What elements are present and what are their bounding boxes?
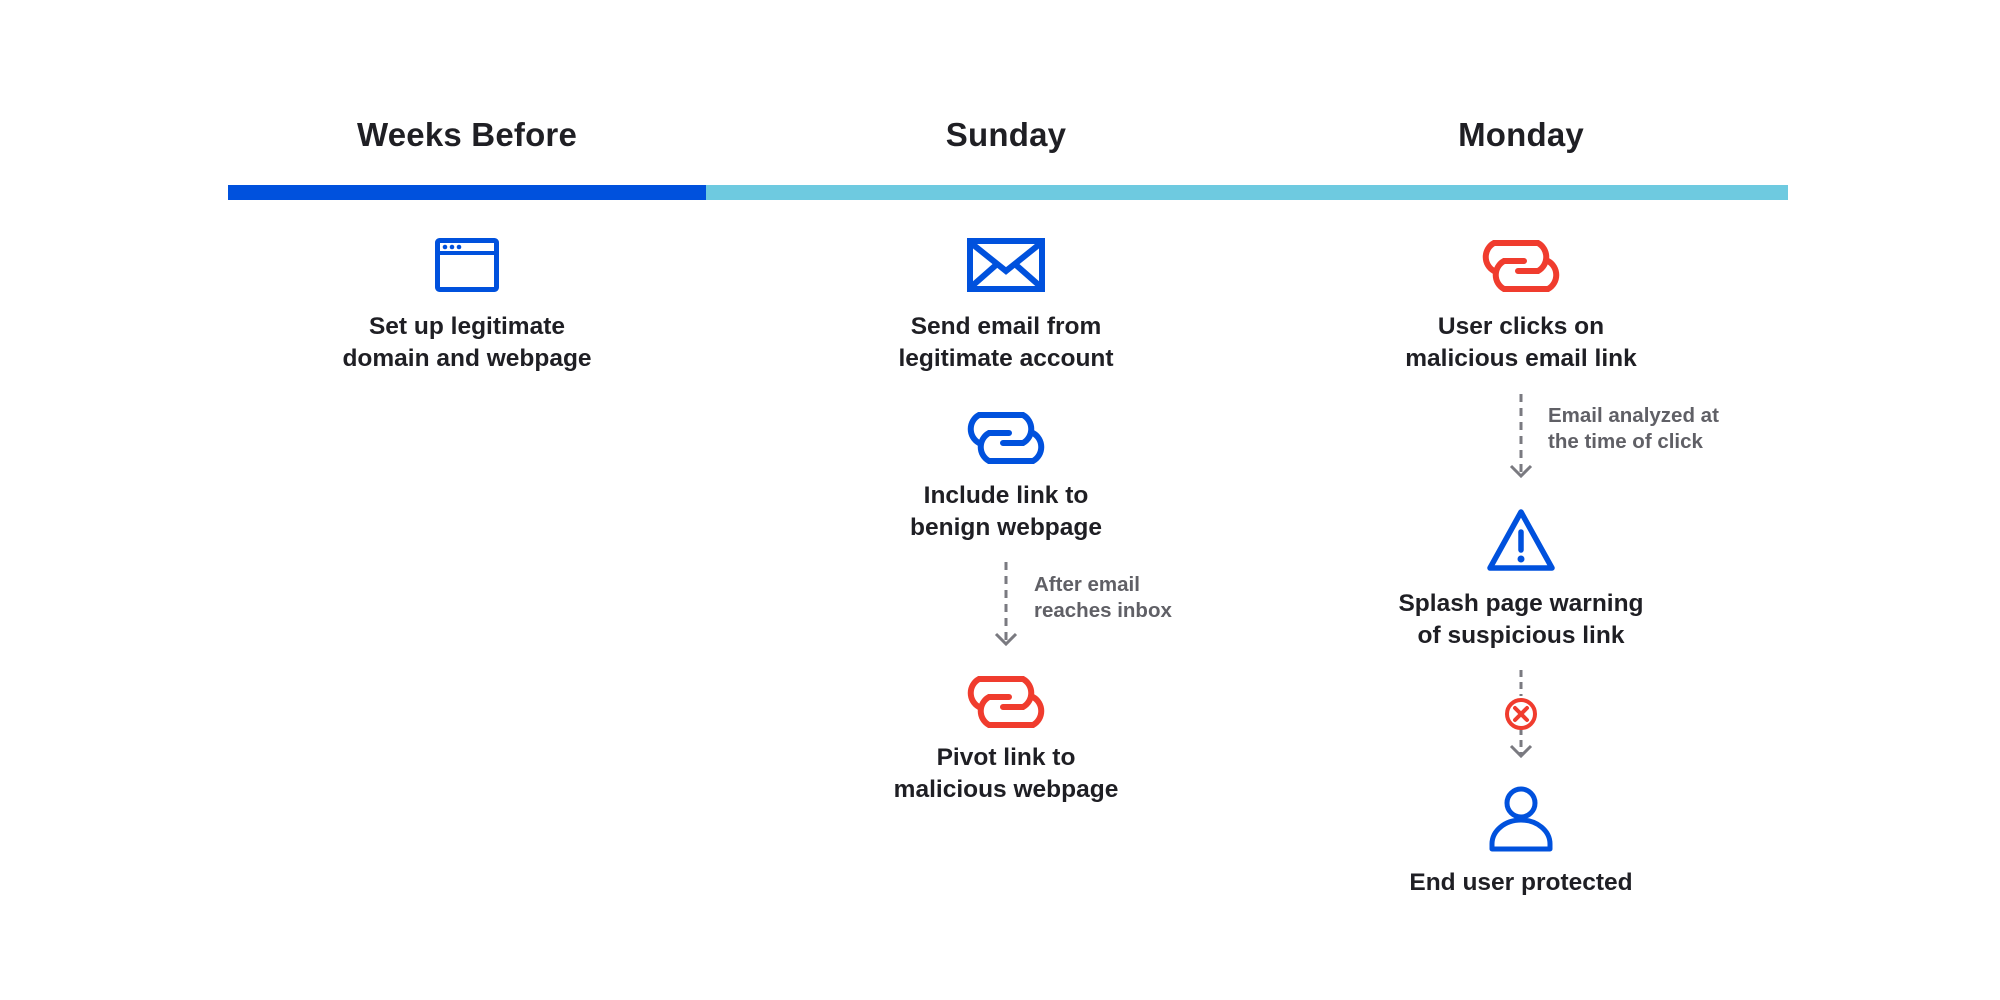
note-line: After email [1034,573,1140,596]
envelope-icon [967,238,1045,292]
timeline-bar-weeks-before [228,185,706,200]
step-label-send-email: Send email from legitimate account [796,311,1216,375]
step-label-line: of suspicious link [1417,622,1625,649]
step-label-user-clicks: User clicks on malicious email link [1311,311,1731,375]
heading-weeks-before: Weeks Before [356,116,578,153]
user-icon [1489,786,1553,852]
step-label-setup-domain: Set up legitimate domain and webpage [257,311,677,375]
step-label-line: Send email from [910,313,1102,340]
note-line: reaches inbox [1034,599,1172,622]
step-label-line: User clicks on [1437,313,1605,340]
step-label-include-link: Include link to benign webpage [796,480,1216,544]
dashed-arrow-connector [1506,394,1536,484]
link-icon-clicked [1473,240,1569,292]
note-after-email: After email reaches inbox [1034,572,1172,624]
link-icon-malicious [958,676,1054,728]
step-label-pivot-link: Pivot link to malicious webpage [796,742,1216,806]
step-label-line: malicious email link [1405,345,1637,372]
step-label-line: Pivot link to [936,744,1076,771]
heading-sunday: Sunday [945,116,1067,153]
timeline-bar-sunday-monday [706,185,1788,200]
step-label-line: Splash page warning [1398,590,1644,617]
note-line: Email analyzed at [1548,404,1719,427]
blocked-x-icon [1504,697,1538,731]
step-label-line: Include link to [923,482,1089,509]
step-label-line: malicious webpage [893,776,1119,803]
heading-monday: Monday [1458,116,1584,153]
step-label-line: End user protected [1409,869,1633,896]
blocked-connector [1501,670,1541,764]
dashed-arrow-connector [991,562,1021,652]
link-icon-benign [958,412,1054,464]
note-analyzed-at-click: Email analyzed at the time of click [1548,403,1719,455]
step-label-line: Set up legitimate [368,313,566,340]
warning-icon [1486,508,1556,572]
browser-window-icon [435,238,499,292]
step-label-user-protected: End user protected [1311,867,1731,899]
step-label-line: legitimate account [898,345,1114,372]
step-label-line: domain and webpage [342,345,592,372]
note-line: the time of click [1548,430,1703,453]
step-label-splash-warning: Splash page warning of suspicious link [1311,588,1731,652]
step-label-line: benign webpage [910,514,1102,541]
